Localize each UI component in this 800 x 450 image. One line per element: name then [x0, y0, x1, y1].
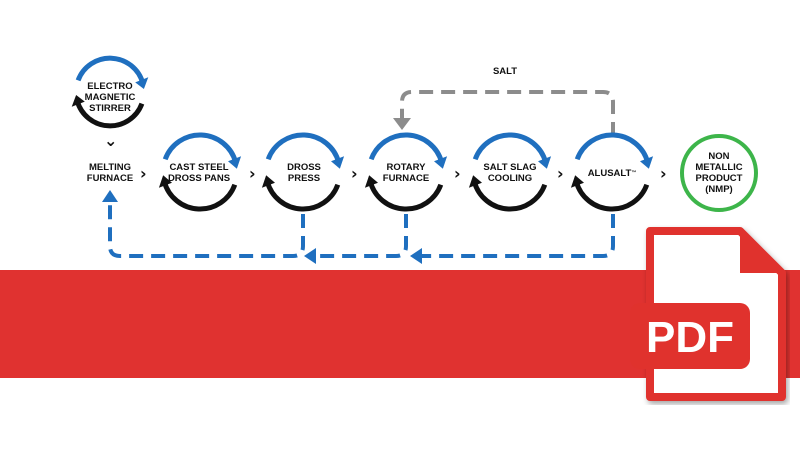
cycle-arc-blue [472, 132, 549, 164]
arrowhead-icon [570, 175, 584, 188]
down-chevron-icon: ⌄ [104, 131, 118, 150]
cycle-icons [71, 55, 654, 212]
cycle-arrow-icon [570, 132, 654, 212]
cycle-arc-blue [75, 55, 146, 84]
cycle-arc-black [264, 180, 341, 212]
cycle-arrow-icon [364, 132, 448, 212]
arrowhead-icon [640, 156, 654, 169]
node-salt-slag-cooling: SALT SLAG COOLING [483, 162, 537, 184]
cycle-arc-blue [265, 132, 342, 164]
chevron-right-icon: › [351, 164, 358, 183]
return-line-press [108, 200, 305, 258]
cycle-arrow-icon [261, 132, 345, 212]
down-arrow-icon [393, 118, 411, 130]
return-line-rotary [312, 214, 408, 258]
chevron-right-icon: › [454, 164, 461, 183]
arrowhead-icon [468, 175, 482, 188]
metal-return-path [102, 190, 615, 264]
chevron-right-icon: › [249, 164, 256, 183]
cycle-arc-blue [162, 132, 239, 164]
cycle-arc-black [471, 180, 548, 212]
node-cast-steel-dross-pans: CAST STEEL DROSS PANS [167, 162, 231, 184]
arrowhead-icon [261, 175, 275, 188]
node-non-metallic-product: NON METALLIC PRODUCT (NMP) [695, 151, 743, 195]
cycle-arc-black [161, 180, 238, 212]
cycle-arc-black [74, 100, 145, 129]
trademark-mark: ™ [631, 169, 637, 176]
nmp-circle [680, 134, 758, 212]
alusalt-label: ALUSALT [587, 167, 632, 179]
left-arrow-icon [304, 248, 316, 264]
salt-return-line [400, 90, 615, 136]
arrowhead-icon [158, 175, 172, 188]
cycle-arrow-icon [158, 132, 242, 212]
chevron-right-icon: › [140, 164, 147, 183]
chevron-right-icon: › [557, 164, 564, 183]
arrowhead-icon [71, 94, 85, 107]
up-arrow-icon [102, 190, 118, 202]
arrowhead-icon [538, 156, 552, 169]
node-melting-furnace: MELTING FURNACE [86, 162, 134, 184]
chevron-right-icon: › [660, 164, 667, 183]
arrowhead-icon [135, 77, 149, 90]
cycle-arc-black [573, 180, 650, 212]
return-line-alusalt [418, 214, 615, 258]
node-dross-press: DROSS PRESS [287, 162, 321, 184]
node-rotary-furnace: ROTARY FURNACE [382, 162, 430, 184]
pdf-file-icon[interactable]: PDF [620, 225, 790, 405]
salt-return-path [393, 90, 615, 136]
salt-label: SALT [492, 65, 518, 77]
cycle-arrow-icon [468, 132, 552, 212]
arrowhead-icon [364, 175, 378, 188]
arrowhead-icon [331, 156, 345, 169]
arrowhead-icon [434, 156, 448, 169]
arrowhead-icon [228, 156, 242, 169]
cycle-arc-blue [574, 132, 651, 164]
pdf-label: PDF [646, 313, 734, 362]
node-electro-magnetic-stirrer: ELECTRO MAGNETIC STIRRER [84, 80, 136, 114]
cycle-arc-black [367, 180, 444, 212]
left-arrow-icon [410, 248, 422, 264]
cycle-arrow-icon [71, 55, 149, 129]
cycle-arc-blue [368, 132, 445, 164]
